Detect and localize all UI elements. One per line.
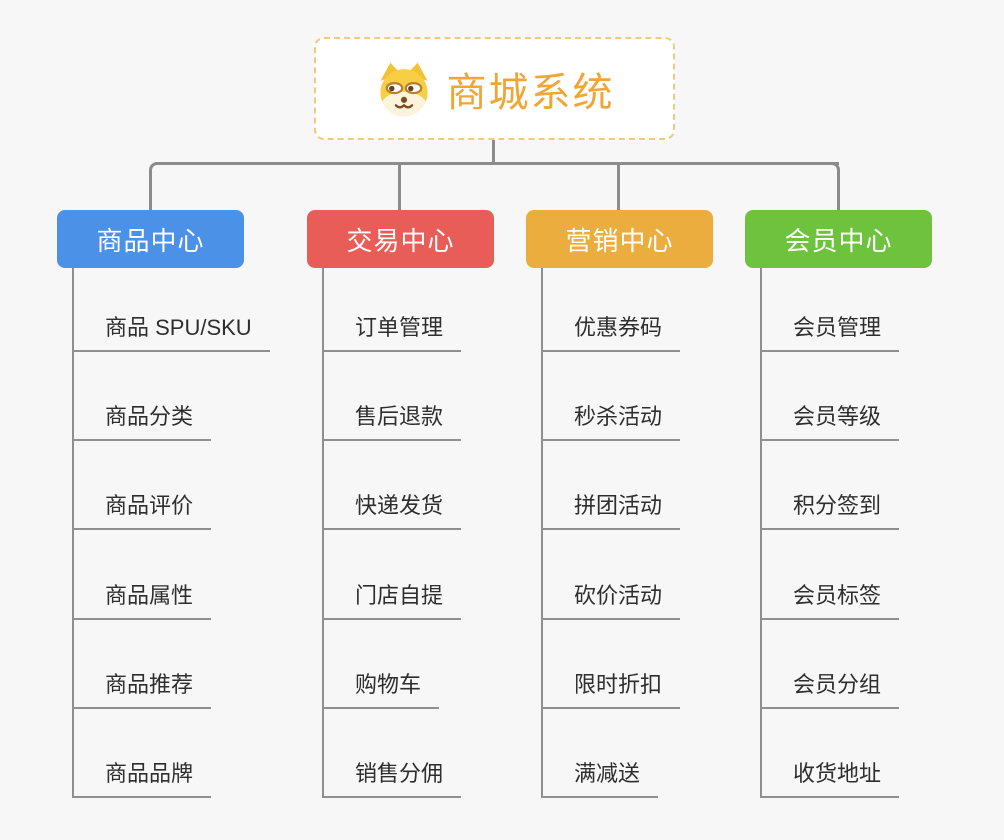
branch-node-3[interactable]: 营销中心	[526, 210, 713, 268]
leaf-node[interactable]: 商品评价	[72, 490, 212, 530]
leaf-node[interactable]: 商品分类	[72, 401, 212, 441]
connector-corner-left	[149, 162, 163, 210]
leaf-node[interactable]: 售后退款	[322, 401, 462, 441]
branch-leaf-column: 优惠券码秒杀活动拼团活动砍价活动限时折扣满减送	[541, 268, 743, 798]
leaf-node[interactable]: 商品品牌	[72, 758, 212, 798]
leaf-node[interactable]: 商品属性	[72, 580, 212, 620]
connector-drop	[617, 164, 620, 210]
leaf-node[interactable]: 订单管理	[322, 312, 462, 352]
root-title: 商城系统	[446, 70, 615, 115]
branch-leaf-column: 会员管理会员等级积分签到会员标签会员分组收货地址	[760, 268, 962, 798]
leaf-node[interactable]: 会员管理	[760, 312, 900, 352]
leaf-node[interactable]: 限时折扣	[541, 669, 681, 709]
connector-drop	[398, 164, 401, 210]
branch-node-2[interactable]: 交易中心	[307, 210, 494, 268]
connector-horizontal	[155, 162, 839, 165]
branch-leaf-column: 订单管理售后退款快递发货门店自提购物车销售分佣	[322, 268, 524, 798]
leaf-node[interactable]: 砍价活动	[541, 580, 681, 620]
branch-node-1[interactable]: 商品中心	[57, 210, 244, 268]
root-node[interactable]: 商城系统	[314, 37, 675, 140]
leaf-node[interactable]: 满减送	[541, 758, 659, 798]
leaf-node[interactable]: 秒杀活动	[541, 401, 681, 441]
branch-node-4[interactable]: 会员中心	[745, 210, 932, 268]
leaf-node[interactable]: 拼团活动	[541, 490, 681, 530]
leaf-node[interactable]: 商品 SPU/SKU	[72, 312, 270, 352]
leaf-node[interactable]: 会员标签	[760, 580, 900, 620]
dog-face-icon	[375, 60, 433, 118]
leaf-node[interactable]: 门店自提	[322, 580, 462, 620]
leaf-node[interactable]: 快递发货	[322, 490, 462, 530]
leaf-node[interactable]: 收货地址	[760, 758, 900, 798]
leaf-node[interactable]: 商品推荐	[72, 669, 212, 709]
leaf-node[interactable]: 会员分组	[760, 669, 900, 709]
leaf-node[interactable]: 销售分佣	[322, 758, 462, 798]
branch-leaf-column: 商品 SPU/SKU 商品分类商品评价商品属性商品推荐商品品牌	[72, 268, 274, 798]
connector-corner-right	[826, 162, 840, 210]
leaf-node[interactable]: 购物车	[322, 669, 440, 709]
connector-root-stem	[492, 138, 495, 165]
leaf-node[interactable]: 积分签到	[760, 490, 900, 530]
leaf-node[interactable]: 会员等级	[760, 401, 900, 441]
leaf-node[interactable]: 优惠券码	[541, 312, 681, 352]
